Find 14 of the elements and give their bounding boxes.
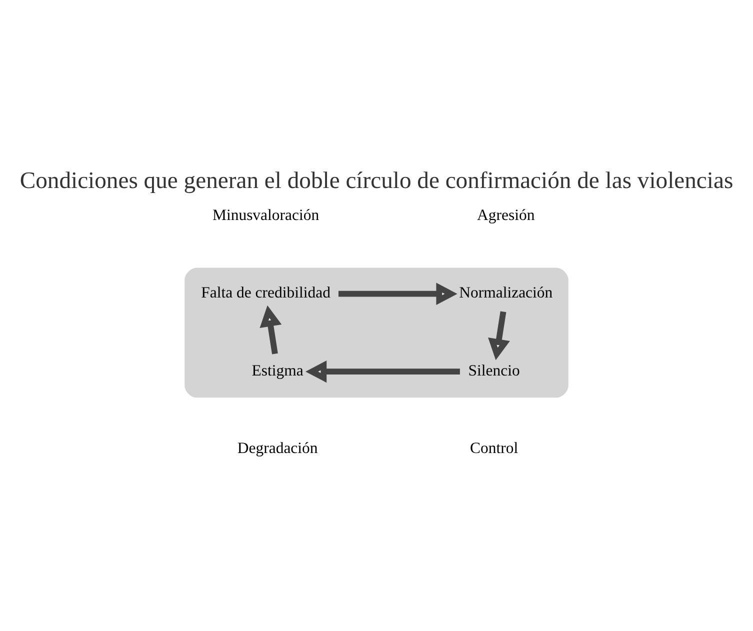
node-text: Silencio [468,362,520,379]
node-text: Falta de credibilidad [201,284,330,302]
diagram-title: Condiciones que generan el doble círculo de confirmación de las violencias [20,167,734,194]
arrow [306,360,460,382]
label: Control [470,440,518,457]
cluster [184,267,568,398]
label: Degradación [237,440,318,457]
label: Minusvaloración [212,206,320,224]
arrow [260,304,282,354]
arrow [338,282,458,304]
arrow [488,310,510,360]
node-text: Estigma [252,362,304,379]
label: Agresión [477,206,535,224]
node-text: Normalización [459,284,553,302]
